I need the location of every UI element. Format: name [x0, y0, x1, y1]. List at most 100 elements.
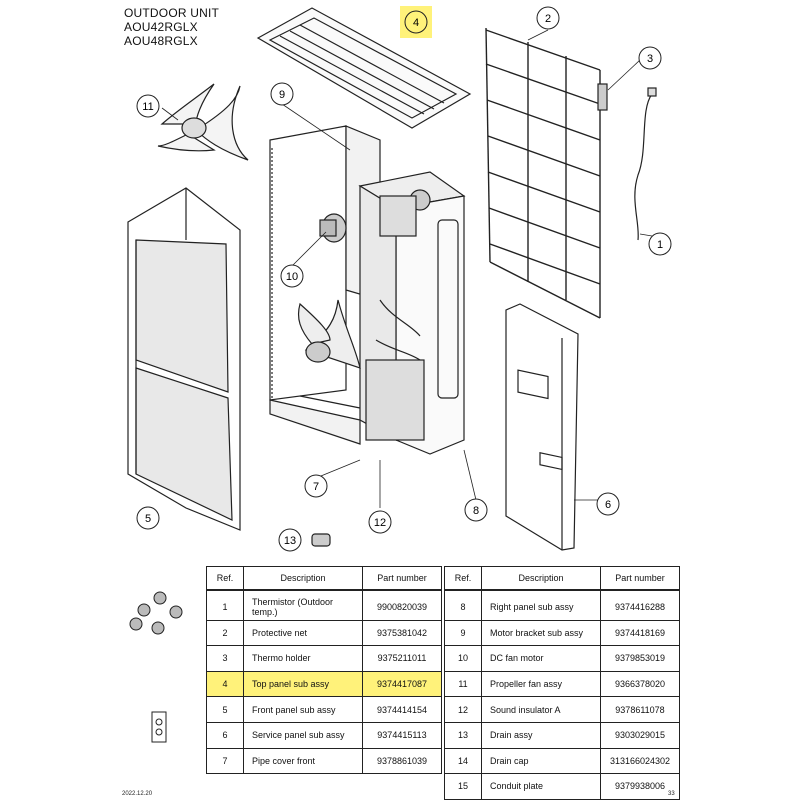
cell-description: Front panel sub assy: [243, 696, 363, 723]
thermistor-drawing: [634, 93, 653, 241]
table-header-row: Ref. Description Part number: [444, 566, 680, 591]
callout-5: 5: [136, 506, 160, 530]
service-panel-drawing: [505, 303, 579, 551]
title-line-3: AOU48RGLX: [124, 34, 198, 48]
callout-13: 13: [278, 528, 302, 552]
callout-label: 13: [284, 535, 296, 547]
callout-6: 6: [596, 492, 620, 516]
cell-part-number: 9375381042: [362, 619, 442, 647]
footer-page-number: 33: [668, 791, 675, 797]
cell-description: Pipe cover front: [243, 747, 363, 775]
callout-10: 10: [280, 264, 304, 288]
col-description: Description: [481, 566, 601, 591]
title-line-2: AOU42RGLX: [124, 20, 198, 34]
cell-ref: 13: [444, 721, 482, 749]
callout-label: 10: [286, 271, 298, 283]
cell-description: Service panel sub assy: [243, 721, 363, 749]
cell-part-number: 9900820039: [362, 589, 442, 621]
cell-part-number: 9378861039: [362, 747, 442, 775]
cell-description: Drain assy: [481, 721, 601, 749]
cell-part-number: 9379938006: [600, 773, 680, 800]
col-part-number: Part number: [600, 566, 680, 591]
callout-2: 2: [536, 6, 560, 30]
cell-ref: 9: [444, 619, 482, 647]
propeller-fan-lower-drawing: [297, 299, 361, 369]
cell-part-number: 313166024302: [600, 747, 680, 775]
cell-ref: 10: [444, 645, 482, 672]
cell-part-number: 9374414154: [362, 696, 442, 723]
footer-date: 2022.12.20: [122, 791, 153, 797]
callout-label: 6: [605, 499, 611, 511]
drain-cap-1: [153, 591, 167, 605]
cell-part-number: 9366378020: [600, 670, 680, 698]
callout-9: 9: [270, 82, 294, 106]
col-description: Description: [243, 566, 363, 591]
cell-ref: 7: [206, 747, 244, 775]
callout-label: 2: [545, 13, 551, 25]
callout-label: 11: [142, 101, 153, 113]
col-ref: Ref.: [206, 566, 244, 591]
thermo-holder-drawing: [597, 83, 608, 111]
cell-ref: 14: [444, 747, 482, 775]
exploded-parts-diagram: 123456789101112131415: [127, 6, 672, 552]
callout-4: 4: [400, 6, 432, 38]
table-header-row: Ref. Description Part number: [206, 566, 442, 591]
callout-11: 11: [136, 94, 160, 118]
lower-parts-drawing: [129, 591, 183, 743]
cell-description: Protective net: [243, 619, 363, 647]
cell-description: Conduit plate: [481, 773, 601, 800]
callout-label: 4: [413, 17, 419, 29]
cell-ref: 4: [206, 670, 244, 698]
callout-label: 3: [647, 53, 653, 65]
cell-part-number: 9379853019: [600, 645, 680, 672]
cell-description: Right panel sub assy: [481, 589, 601, 621]
cell-part-number: 9375211011: [362, 645, 442, 672]
diagram-title: OUTDOOR UNIT AOU42RGLX AOU48RGLX: [124, 6, 219, 48]
callout-1: 1: [648, 232, 672, 256]
callout-label: 12: [374, 517, 386, 529]
conduit-plate-shape: [151, 711, 167, 743]
callout-label: 5: [145, 513, 151, 525]
callout-12: 12: [368, 510, 392, 534]
cell-part-number: 9374416288: [600, 589, 680, 621]
cell-ref: 8: [444, 589, 482, 621]
callout-label: 1: [657, 239, 663, 251]
drain-cap-2: [137, 603, 151, 617]
callout-label: 8: [473, 505, 479, 517]
cell-ref: 15: [444, 773, 482, 800]
cell-ref: 5: [206, 696, 244, 723]
cell-ref: 1: [206, 589, 244, 621]
drain-cap-3: [169, 605, 183, 619]
protective-net-drawing: [485, 27, 601, 319]
callout-label: 7: [313, 481, 319, 493]
callout-label: 9: [279, 89, 285, 101]
cell-ref: 6: [206, 721, 244, 749]
cell-part-number: 9374415113: [362, 721, 442, 749]
cell-description: Sound insulator A: [481, 696, 601, 723]
callouts: 123456789101112131415: [136, 6, 672, 552]
cell-description: DC fan motor: [481, 645, 601, 672]
cell-part-number: 9374417087: [362, 670, 442, 698]
cell-part-number: 9378611078: [600, 696, 680, 723]
fan-motor-drawing: [319, 213, 347, 243]
front-panel-drawing: [127, 187, 241, 531]
propeller-fan-top-drawing: [157, 83, 249, 161]
drain-drawing: [311, 533, 331, 547]
cell-description: Top panel sub assy: [243, 670, 363, 698]
cell-description: Thermistor (Outdoor temp.): [243, 589, 363, 621]
